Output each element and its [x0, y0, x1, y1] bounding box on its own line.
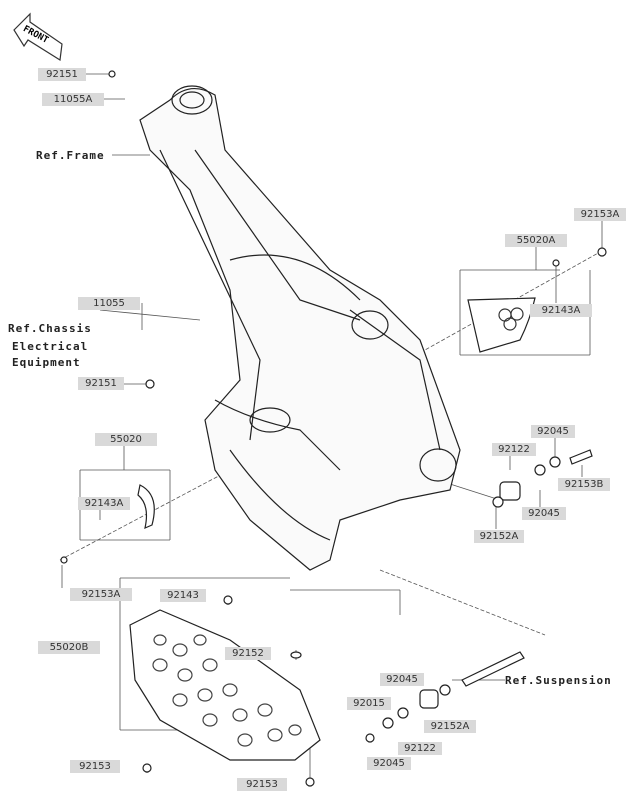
ref-frame[interactable]: Ref.Frame	[36, 149, 105, 162]
part-label[interactable]: 92152	[225, 647, 271, 660]
part-label[interactable]: 92143	[160, 589, 206, 602]
part-label[interactable]: 92153A	[574, 208, 626, 221]
front-arrow-icon	[13, 12, 63, 62]
part-label[interactable]: 55020A	[505, 234, 567, 247]
part-label[interactable]: 92045	[531, 425, 575, 438]
ref-chassis[interactable]: Ref.Chassis	[8, 322, 92, 335]
part-label[interactable]: 92045	[380, 673, 424, 686]
part-label[interactable]: 92152A	[474, 530, 524, 543]
part-label[interactable]: 55020B	[38, 641, 100, 654]
part-label[interactable]: 92015	[347, 697, 391, 710]
part-label[interactable]: 92045	[522, 507, 566, 520]
part-label[interactable]: 92152A	[424, 720, 476, 733]
part-label[interactable]: 92122	[492, 443, 536, 456]
ref-chassis-electrical[interactable]: Electrical	[12, 340, 89, 353]
part-label[interactable]: 92153A	[70, 588, 132, 601]
part-label[interactable]: 11055A	[42, 93, 104, 106]
part-label[interactable]: 92143A	[78, 497, 130, 510]
part-label[interactable]: 92122	[398, 742, 442, 755]
part-label[interactable]: 92153B	[558, 478, 610, 491]
part-label[interactable]: 92153	[237, 778, 287, 791]
ref-suspension[interactable]: Ref.Suspension	[505, 674, 612, 687]
ref-chassis-equipment[interactable]: Equipment	[12, 356, 81, 369]
part-label[interactable]: 55020	[95, 433, 157, 446]
front-direction-icon: FRONT	[14, 14, 68, 64]
front-label: FRONT	[21, 24, 50, 46]
part-label[interactable]: 92153	[70, 760, 120, 773]
part-label[interactable]: 92143A	[530, 304, 592, 317]
part-label[interactable]: 92045	[367, 757, 411, 770]
part-label[interactable]: 11055	[78, 297, 140, 310]
part-label[interactable]: 92151	[78, 377, 124, 390]
part-label[interactable]: 92151	[38, 68, 86, 81]
